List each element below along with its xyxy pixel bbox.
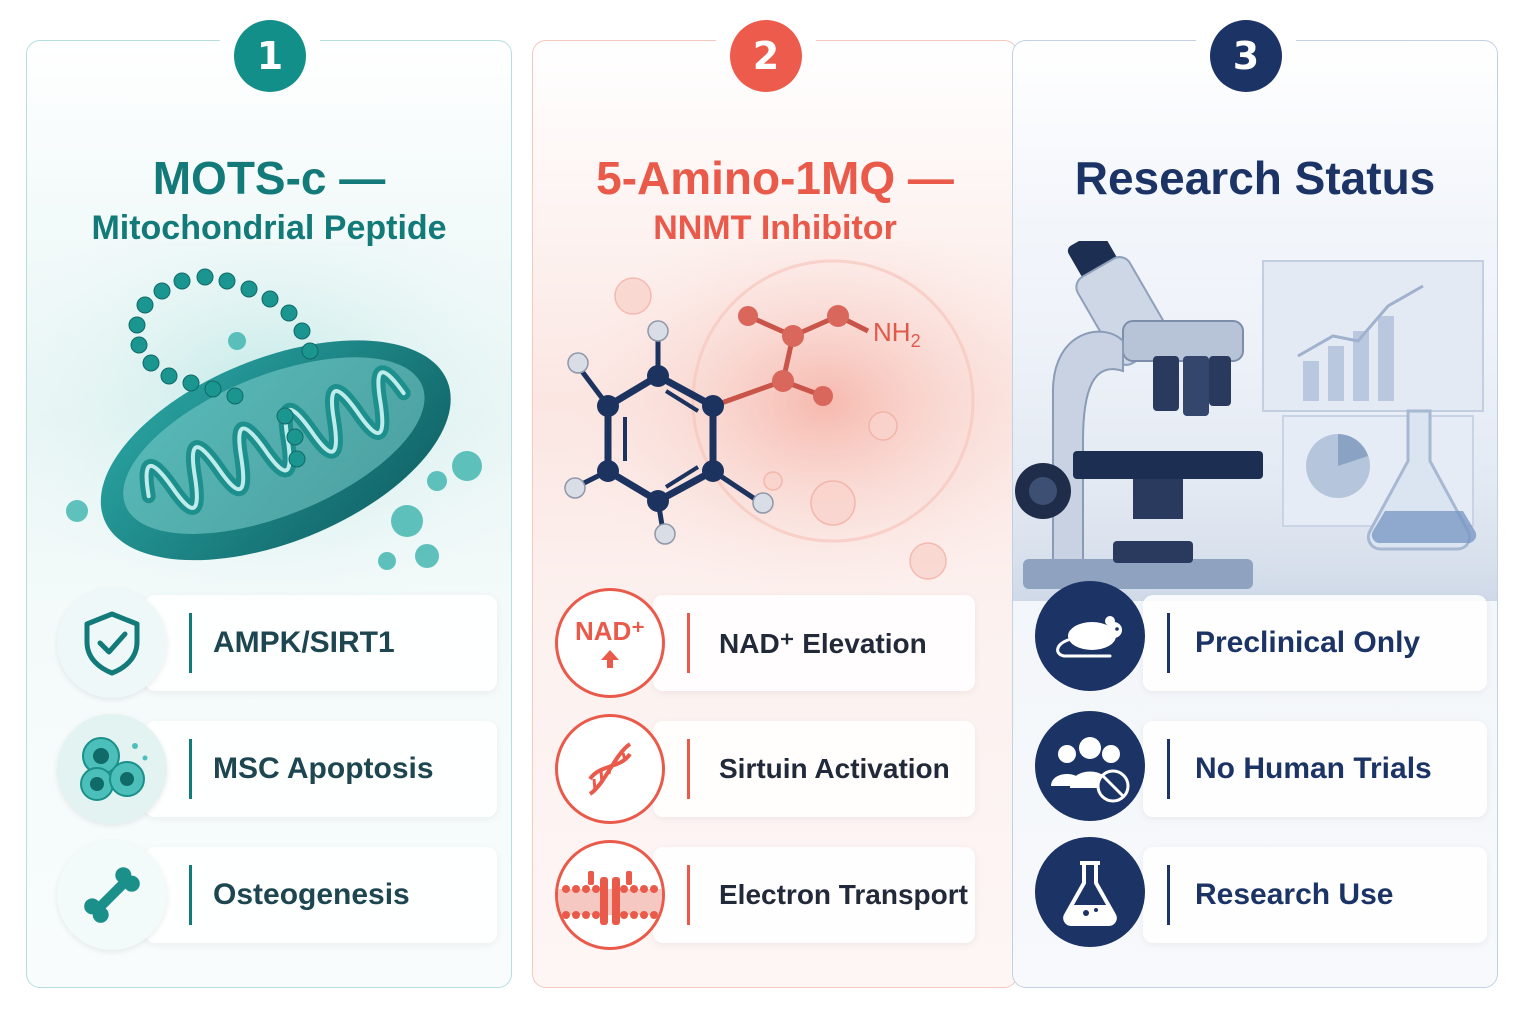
mitochondria-illustration xyxy=(27,241,511,601)
cells-icon xyxy=(57,714,167,824)
panel-research-status: Research Status Preclinical Only No Huma… xyxy=(1012,40,1498,988)
item-label: NAD⁺ Elevation xyxy=(719,627,927,659)
arrow-up-icon xyxy=(601,649,619,668)
list-item: Osteogenesis xyxy=(145,847,497,943)
list-item: NAD⁺ Elevation xyxy=(653,595,975,691)
item-label: Electron Transport xyxy=(719,879,968,910)
item-label: Sirtuin Activation xyxy=(719,753,950,784)
step-badge-1: 1 xyxy=(234,20,306,92)
list-item: Preclinical Only xyxy=(1143,595,1487,691)
panel-5-amino-1mq: NH2 5-Amino-1MQ — NNMT Inhibitor NAD⁺ El… xyxy=(532,40,1018,988)
panel-title: Research Status xyxy=(1074,152,1436,204)
panel-title: 5-Amino-1MQ — xyxy=(596,152,954,204)
item-label: No Human Trials xyxy=(1195,752,1432,785)
panel-mots-c: MOTS-c — Mitochondrial Peptide AMPK/SIRT… xyxy=(26,40,512,988)
panel-subtitle: NNMT Inhibitor xyxy=(653,209,897,247)
microscope-lab-illustration xyxy=(1013,230,1497,601)
nad-icon-text: NAD⁺ xyxy=(574,615,646,646)
nad-up-icon: NAD⁺ xyxy=(555,588,665,698)
panel-subtitle: Mitochondrial Peptide xyxy=(91,209,447,247)
list-item: AMPK/SIRT1 xyxy=(145,595,497,691)
shield-check-icon xyxy=(57,588,167,698)
mouse-icon xyxy=(1035,581,1145,691)
item-label: AMPK/SIRT1 xyxy=(213,626,395,659)
membrane-icon xyxy=(555,840,665,950)
bone-icon xyxy=(57,840,167,950)
molecule-illustration: NH2 xyxy=(533,241,1017,601)
panel-title: MOTS-c — xyxy=(152,152,386,204)
list-item: Sirtuin Activation xyxy=(653,721,975,817)
flask-icon xyxy=(1035,837,1145,947)
no-people-icon xyxy=(1035,711,1145,821)
step-badge-3: 3 xyxy=(1210,20,1282,92)
item-label: Research Use xyxy=(1195,878,1394,911)
dna-icon xyxy=(555,714,665,824)
list-item: MSC Apoptosis xyxy=(145,721,497,817)
list-item: Research Use xyxy=(1143,847,1487,943)
list-item: No Human Trials xyxy=(1143,721,1487,817)
item-label: Preclinical Only xyxy=(1195,626,1421,659)
step-badge-2: 2 xyxy=(730,20,802,92)
nh2-label: NH2 xyxy=(873,317,921,351)
item-label: MSC Apoptosis xyxy=(213,752,434,785)
item-label: Osteogenesis xyxy=(213,878,410,911)
list-item: Electron Transport xyxy=(653,847,975,943)
